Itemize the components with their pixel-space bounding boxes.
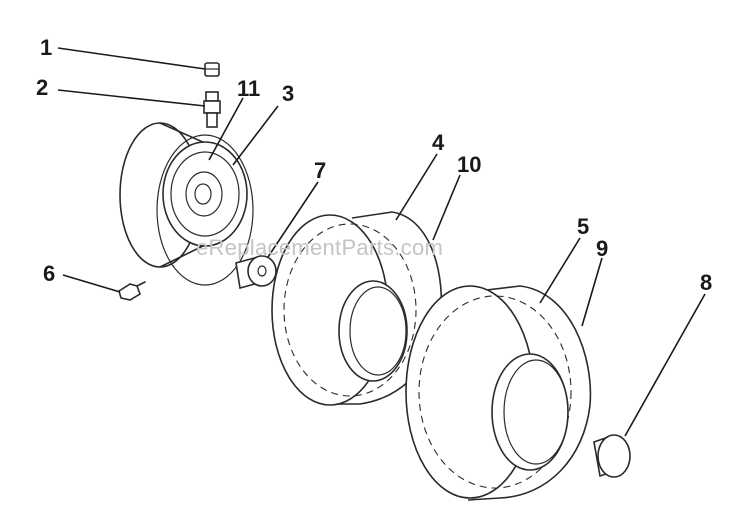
leader-4 <box>395 153 438 221</box>
callout-11: 11 <box>237 76 260 101</box>
leader-8 <box>624 293 706 437</box>
leader-6 <box>62 274 121 293</box>
watermark-text: eReplacementParts.com <box>196 235 443 260</box>
leader-1 <box>57 47 206 70</box>
callout-2: 2 <box>36 75 48 100</box>
callout-5: 5 <box>577 214 589 239</box>
part-6-valve-stem[interactable] <box>118 281 146 301</box>
part-2-grease-fitting[interactable] <box>203 91 221 128</box>
part-8-bushing[interactable] <box>593 434 631 478</box>
callout-3: 3 <box>282 81 294 106</box>
leader-lines <box>57 47 706 437</box>
leader-9 <box>581 257 603 327</box>
part-5-rear-tire[interactable] <box>405 285 592 501</box>
part-3-rim-disc[interactable] <box>156 134 254 286</box>
part-1-cap[interactable] <box>204 62 220 77</box>
callout-4: 4 <box>432 130 445 155</box>
callout-9: 9 <box>596 236 608 261</box>
leader-2 <box>57 89 206 107</box>
callout-8: 8 <box>700 270 712 295</box>
leader-5 <box>539 237 581 304</box>
callout-6: 6 <box>43 261 55 286</box>
leader-11 <box>208 97 244 161</box>
part-rim[interactable] <box>119 122 248 268</box>
part-7-spacer[interactable] <box>235 255 277 290</box>
callout-7: 7 <box>314 158 326 183</box>
leader-3 <box>232 105 279 166</box>
callout-1: 1 <box>40 35 52 60</box>
callout-labels: 1 2 3 4 5 6 7 8 9 10 11 <box>36 35 712 295</box>
leader-10 <box>432 174 461 241</box>
callout-10: 10 <box>457 152 481 177</box>
leader-7 <box>267 181 319 258</box>
